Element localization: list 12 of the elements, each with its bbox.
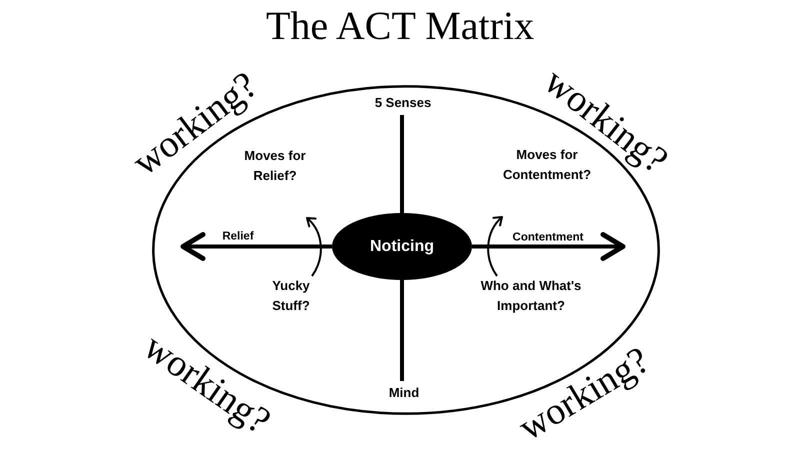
axis-label: 5 Senses [374, 95, 432, 111]
quadrant-label: Who and What's Important? [477, 276, 585, 316]
curved-arrow [487, 216, 503, 277]
arrow [180, 232, 332, 261]
connector-line [400, 280, 404, 381]
connector-line [400, 115, 404, 213]
title: The ACT Matrix [266, 3, 534, 49]
filled-oval: Noticing [332, 213, 472, 280]
axis-label: Mind [388, 385, 420, 401]
quadrant-label: Yucky Stuff? [268, 276, 314, 316]
curved-arrow [306, 217, 322, 277]
arrow [472, 232, 626, 261]
